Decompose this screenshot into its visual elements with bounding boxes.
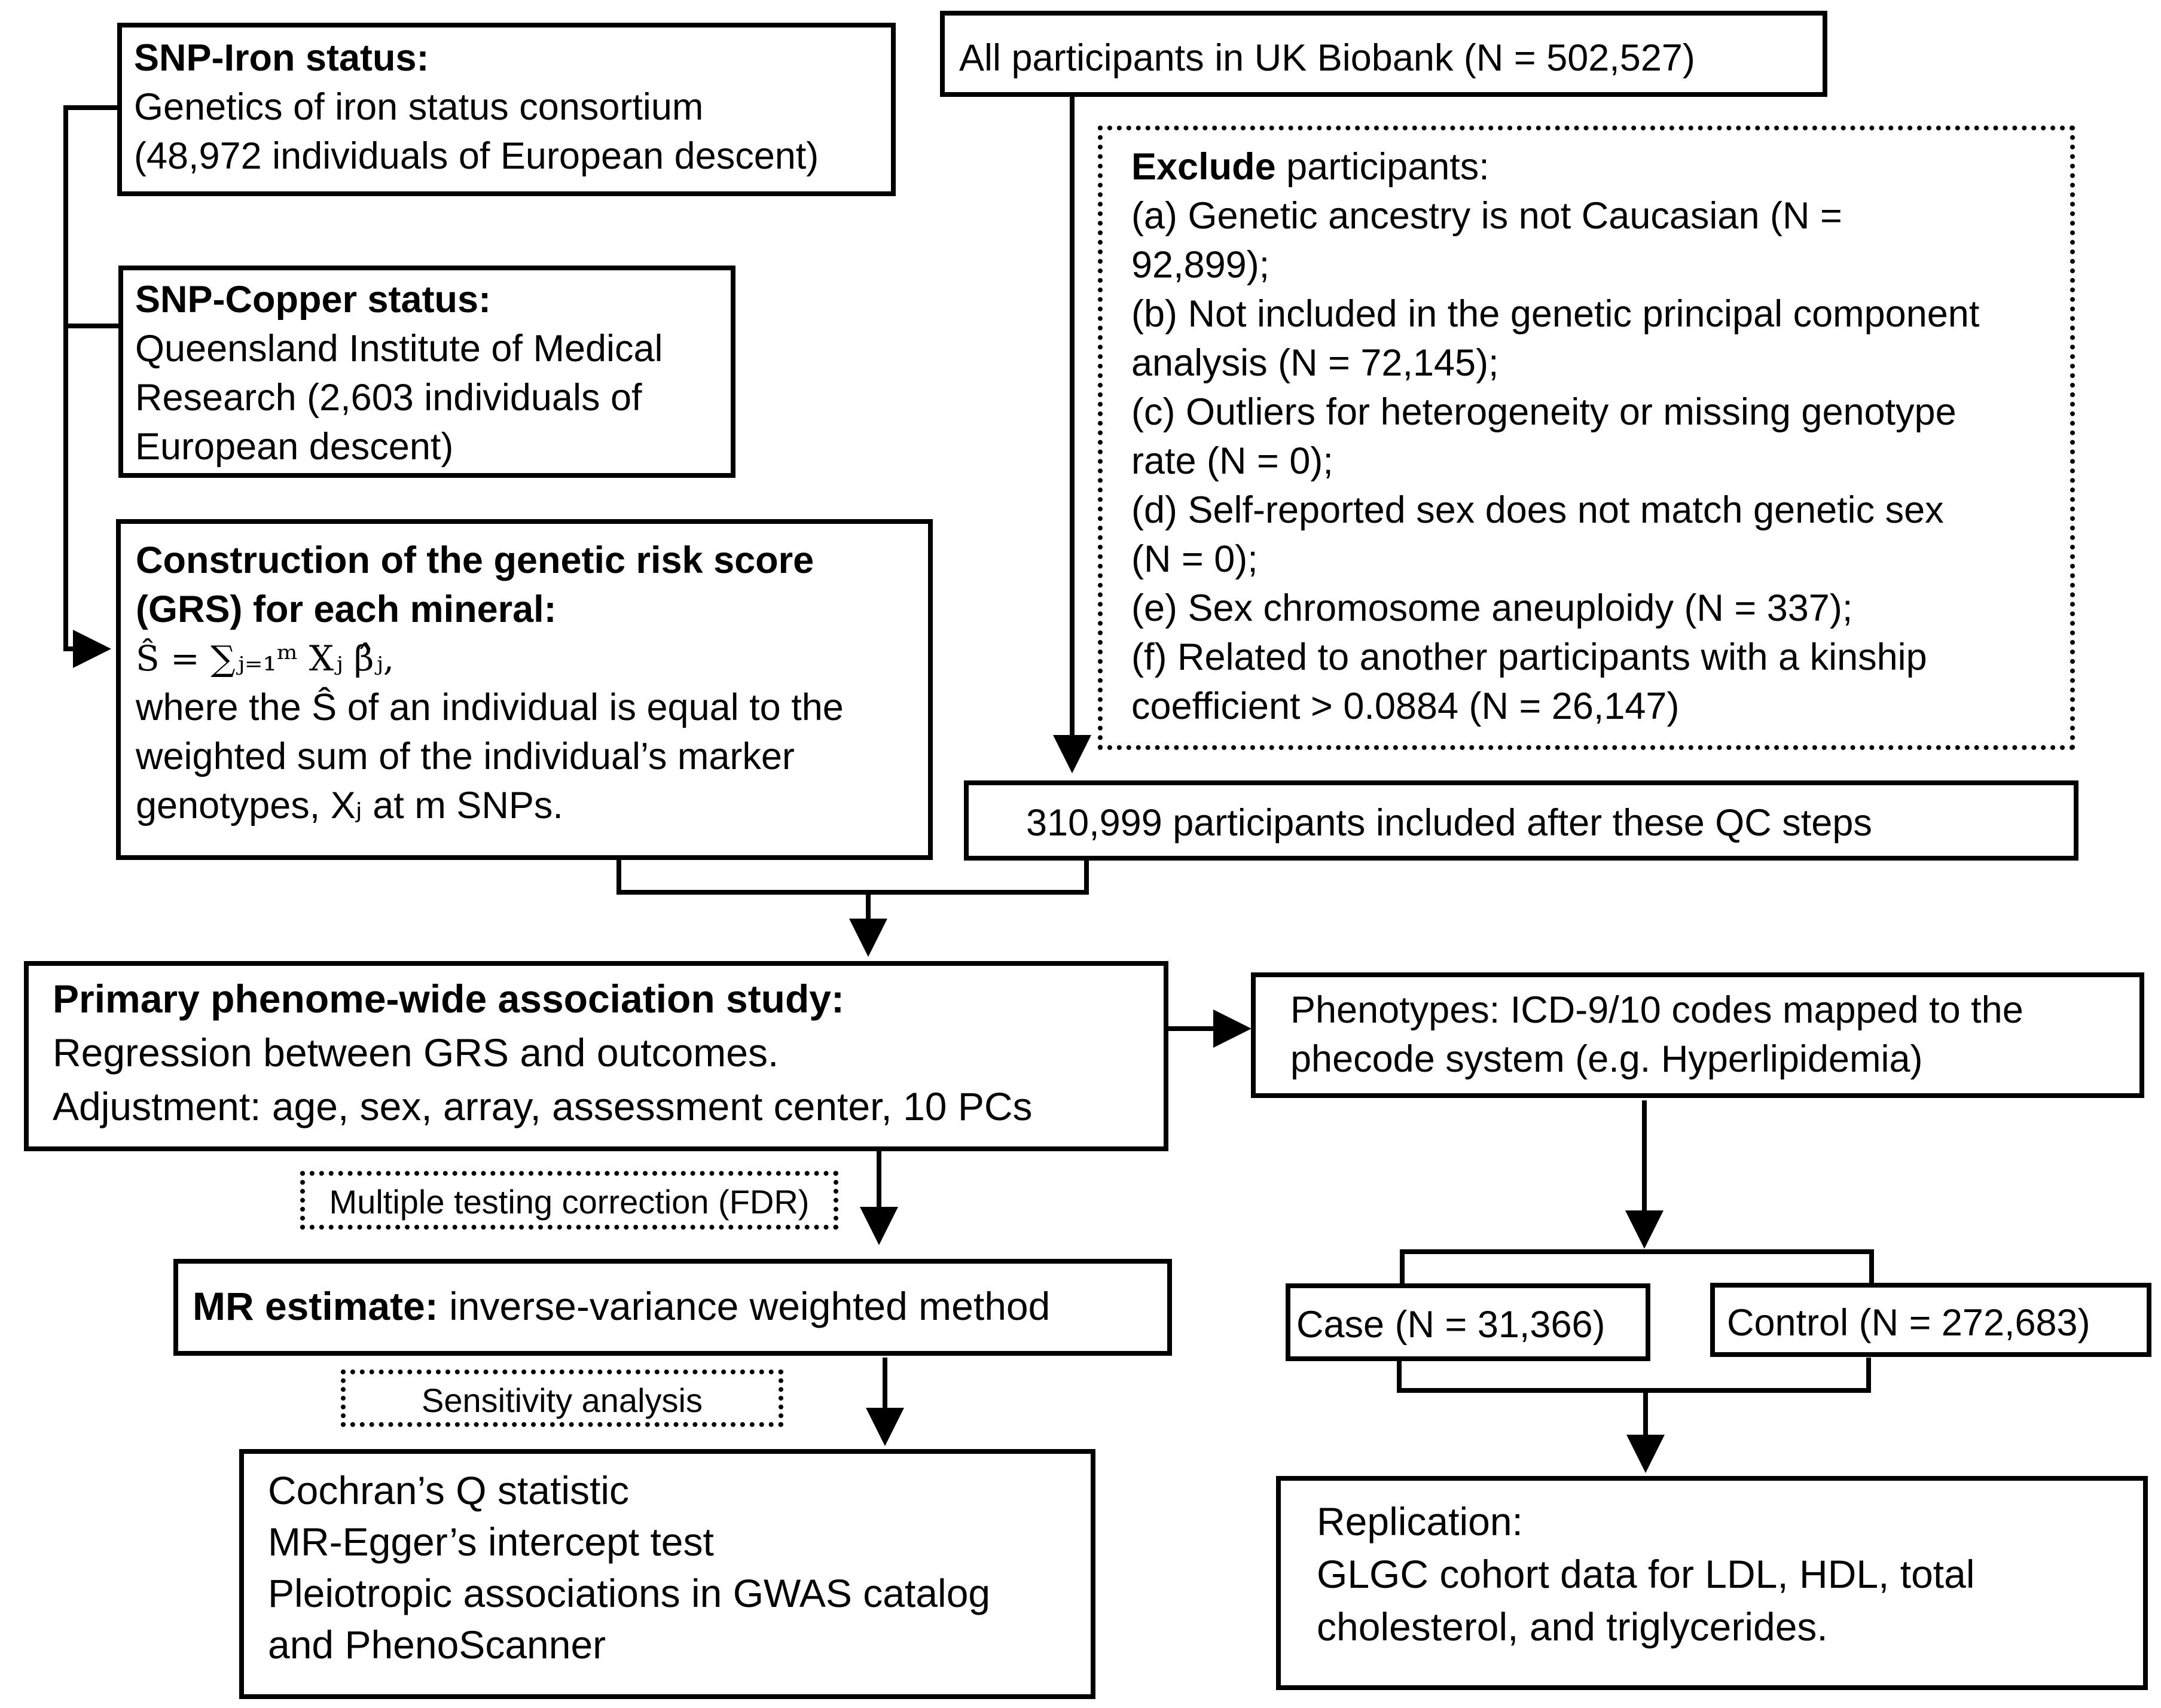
case-text: Case (N = 31,366) xyxy=(1296,1304,1606,1346)
sensitivity-line-1: Cochran’s Q statistic xyxy=(268,1468,629,1512)
snp-bracket-line xyxy=(63,105,117,668)
grs-line-2: weighted sum of the individual’s marker xyxy=(136,736,795,777)
snp-iron-line-2: (48,972 individuals of European descent) xyxy=(134,135,819,177)
snp-copper-box: SNP-Copper status: Queensland Institute … xyxy=(118,266,735,478)
mr-heading: MR estimate: xyxy=(193,1284,438,1328)
exclude-heading-rest: participants: xyxy=(1275,146,1489,188)
snp-copper-line-3: European descent) xyxy=(135,426,454,468)
exclude-line: coefficient > 0.0884 (N = 26,147) xyxy=(1131,685,1680,727)
grs-heading-2: (GRS) for each mineral: xyxy=(136,588,557,630)
snp-copper-line-2: Research (2,603 individuals of xyxy=(135,377,642,419)
exclude-heading: Exclude participants: xyxy=(1131,142,2041,191)
included-text: 310,999 participants included after thes… xyxy=(1026,802,1872,844)
snp-copper-line-1: Queensland Institute of Medical xyxy=(135,328,663,370)
case-box: Case (N = 31,366) xyxy=(1286,1283,1650,1361)
mr-text: MR estimate: inverse-variance weighted m… xyxy=(193,1282,1153,1331)
phewas-heading: Primary phenome-wide association study: xyxy=(53,977,844,1021)
exclude-line: (e) Sex chromosome aneuploidy (N = 337); xyxy=(1131,587,1853,629)
replication-box: Replication: GLGC cohort data for LDL, H… xyxy=(1276,1476,2148,1690)
grs-line-1: where the Ŝ of an individual is equal to… xyxy=(136,687,844,728)
replication-line-2: cholesterol, and triglycerides. xyxy=(1317,1605,1828,1649)
snp-iron-heading: SNP-Iron status: xyxy=(134,37,429,79)
sensitivity-box: Sensitivity analysis xyxy=(341,1370,783,1427)
fdr-text: Multiple testing correction (FDR) xyxy=(329,1183,810,1221)
exclude-line: (b) Not included in the genetic principa… xyxy=(1131,293,1980,335)
control-text: Control (N = 272,683) xyxy=(1727,1302,2090,1344)
exclude-line: rate (N = 0); xyxy=(1131,440,1333,482)
sensitivity-line-3: Pleiotropic associations in GWAS catalog xyxy=(268,1571,991,1615)
snp-iron-line-1: Genetics of iron status consortium xyxy=(134,86,704,128)
exclude-line: analysis (N = 72,145); xyxy=(1131,342,1499,384)
exclude-line: (N = 0); xyxy=(1131,538,1258,580)
replication-line-1: GLGC cohort data for LDL, HDL, total xyxy=(1317,1552,1975,1596)
phenotypes-line-1: Phenotypes: ICD-9/10 codes mapped to the xyxy=(1290,989,2023,1031)
mr-rest: inverse-variance weighted method xyxy=(438,1284,1051,1328)
included-box: 310,999 participants included after thes… xyxy=(964,780,2078,861)
phenotypes-box: Phenotypes: ICD-9/10 codes mapped to the… xyxy=(1251,972,2144,1098)
grs-box: Construction of the genetic risk score (… xyxy=(116,519,933,860)
case-control-bottom-bracket xyxy=(1397,1358,1871,1393)
snp-copper-heading: SNP-Copper status: xyxy=(135,279,492,321)
snp-iron-box: SNP-Iron status: Genetics of iron status… xyxy=(117,23,896,196)
replication-heading: Replication: xyxy=(1317,1499,1523,1544)
sensitivity-line-4: and PhenoScanner xyxy=(268,1622,606,1667)
case-control-top-bracket xyxy=(1400,1249,1874,1289)
grs-line-3: genotypes, Xⱼ at m SNPs. xyxy=(136,785,563,826)
control-box: Control (N = 272,683) xyxy=(1710,1283,2151,1357)
fdr-box: Multiple testing correction (FDR) xyxy=(300,1171,838,1230)
exclude-line: (a) Genetic ancestry is not Caucasian (N… xyxy=(1131,195,1842,237)
phewas-line-1: Regression between GRS and outcomes. xyxy=(53,1030,779,1075)
phewas-box: Primary phenome-wide association study: … xyxy=(24,961,1168,1151)
sensitivity-line-2: MR-Egger’s intercept test xyxy=(268,1520,714,1564)
exclude-line: (f) Related to another participants with… xyxy=(1131,636,1927,678)
grs-formula: Ŝ = ∑ⱼ₌₁ᵐ Xⱼ β̂ⱼ, xyxy=(136,638,395,679)
exclude-heading-bold: Exclude xyxy=(1131,146,1276,188)
phewas-line-2: Adjustment: age, sex, array, assessment … xyxy=(53,1084,1033,1128)
sensitivity-results-box: Cochran’s Q statistic MR-Egger’s interce… xyxy=(239,1449,1095,1699)
exclude-line: (c) Outliers for heterogeneity or missin… xyxy=(1131,391,1957,433)
sensitivity-text: Sensitivity analysis xyxy=(422,1381,703,1419)
all-participants-box: All participants in UK Biobank (N = 502,… xyxy=(940,11,1827,97)
phenotypes-line-2: phecode system (e.g. Hyperlipidemia) xyxy=(1290,1038,1923,1080)
merge-bracket-line xyxy=(616,858,1089,895)
all-participants-text: All participants in UK Biobank (N = 502,… xyxy=(959,37,1695,79)
grs-heading-1: Construction of the genetic risk score xyxy=(136,539,814,581)
mr-box: MR estimate: inverse-variance weighted m… xyxy=(173,1259,1172,1356)
exclude-line: (d) Self-reported sex does not match gen… xyxy=(1131,489,1944,531)
exclude-box: Exclude participants: (a) Genetic ancest… xyxy=(1098,126,2075,750)
exclude-line: 92,899); xyxy=(1131,244,1270,286)
